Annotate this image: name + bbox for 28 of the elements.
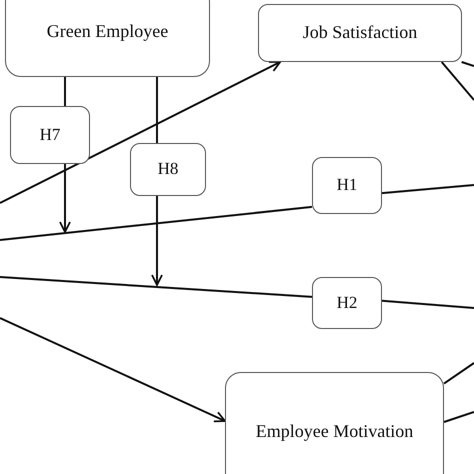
node-label: H7	[40, 124, 60, 146]
connector-line	[64, 77, 66, 106]
node-label: H2	[336, 292, 358, 314]
arrow	[0, 61, 282, 204]
arrow	[151, 196, 163, 286]
connector-line	[443, 362, 474, 384]
construct-box	[5, 0, 210, 77]
arrow	[59, 164, 71, 233]
hypothesis-box	[10, 106, 90, 164]
node-label: H8	[158, 159, 178, 180]
node-label: Green Employee	[46, 20, 168, 42]
node-label: Employee Motivation	[256, 420, 414, 444]
construct-box	[258, 4, 462, 62]
construct-box	[225, 372, 444, 474]
hypothesis-box	[312, 277, 382, 329]
node-label: Job Satisfaction	[302, 22, 418, 44]
hypothesis-box	[130, 143, 206, 196]
connector-line	[444, 411, 474, 423]
hypothesis-box	[312, 157, 382, 214]
connector-line	[440, 61, 474, 101]
connector-line	[382, 184, 474, 194]
connector-line	[461, 61, 474, 67]
connector-line	[0, 206, 312, 241]
arrow	[0, 317, 226, 422]
node-label: H1	[336, 175, 358, 196]
connector-line	[382, 300, 474, 309]
connector-line	[0, 276, 312, 298]
connector-line	[156, 77, 158, 143]
